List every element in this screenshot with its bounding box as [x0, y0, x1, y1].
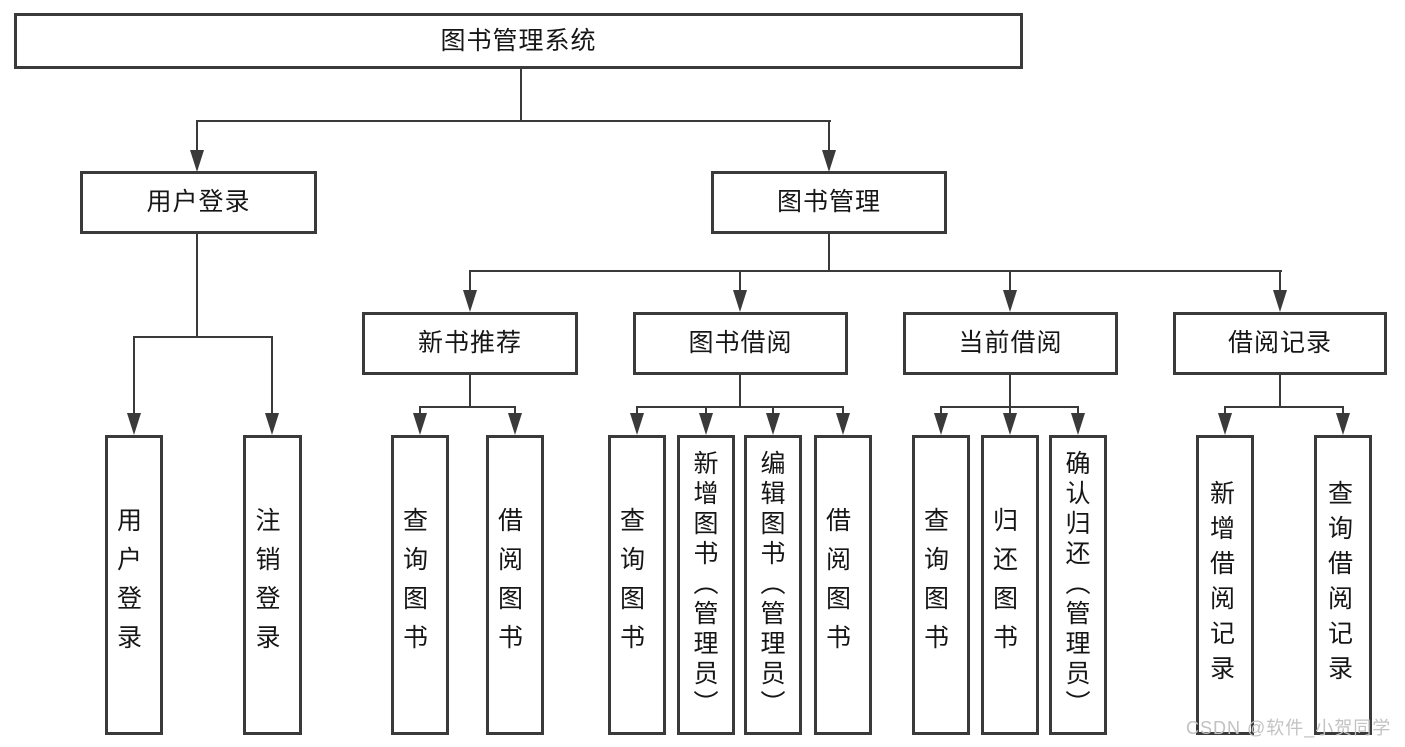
node-book-borrowing: 图书借阅 [633, 312, 848, 375]
node-label: 图书借阅 [688, 329, 793, 357]
leaf-label: 借阅图书 [494, 507, 523, 663]
leaf-label: 新增图书（管理员） [690, 450, 718, 720]
leaf-user-login: 用户登录 [105, 435, 163, 735]
connector-line [1224, 406, 1344, 408]
arrowhead-down-icon [190, 150, 204, 172]
arrowhead-down-icon [836, 413, 850, 435]
connector-line [196, 234, 198, 338]
arrowhead-down-icon [508, 413, 522, 435]
connector-line [1224, 406, 1226, 415]
arrowhead-down-icon [699, 413, 713, 435]
node-user-login: 用户登录 [80, 171, 317, 234]
arrowhead-down-icon [1003, 290, 1017, 312]
connector-line [1009, 406, 1011, 415]
node-library-management-system: 图书管理系统 [14, 13, 1023, 69]
connector-line [636, 406, 844, 408]
connector-line [828, 120, 830, 151]
connector-line [419, 406, 421, 415]
node-label: 用户登录 [146, 188, 251, 216]
connector-line [1009, 270, 1011, 292]
node-label: 图书管理 [776, 188, 881, 216]
connector-line [469, 270, 471, 292]
leaf-confirm-return-admin: 确认归还（管理员） [1049, 435, 1107, 735]
connector-line [772, 406, 774, 415]
node-label: 新书推荐 [417, 329, 522, 357]
leaf-label: 归还图书 [989, 507, 1018, 663]
connector-line [469, 270, 1282, 272]
arrowhead-down-icon [1003, 413, 1017, 435]
arrowhead-down-icon [1273, 290, 1287, 312]
connector-line [1077, 406, 1079, 415]
leaf-add-borrow-record: 新增借阅记录 [1196, 435, 1254, 735]
leaf-return-books: 归还图书 [981, 435, 1039, 735]
leaf-query-borrow-record: 查询借阅记录 [1314, 435, 1372, 735]
leaf-borrowing-query-books: 查询图书 [608, 435, 666, 735]
leaf-label: 借阅图书 [822, 507, 851, 663]
connector-line [1342, 406, 1344, 415]
leaf-label: 查询图书 [399, 507, 428, 663]
leaf-edit-books-admin: 编辑图书（管理员） [744, 435, 802, 735]
connector-line [469, 375, 471, 408]
arrowhead-down-icon [766, 413, 780, 435]
leaf-label: 注销登录 [252, 507, 280, 663]
connector-line [133, 336, 135, 415]
node-label: 当前借阅 [958, 329, 1063, 357]
connector-line [940, 406, 942, 415]
connector-line [133, 336, 273, 338]
leaf-logout: 注销登录 [243, 435, 302, 735]
connector-line [520, 69, 522, 121]
arrowhead-down-icon [1218, 413, 1232, 435]
leaf-borrow-books: 借阅图书 [814, 435, 872, 735]
connector-line [636, 406, 638, 415]
csdn-watermark: CSDN @软件_小贺同学 [1186, 718, 1392, 738]
arrowhead-down-icon [463, 290, 477, 312]
arrowhead-down-icon [1336, 413, 1350, 435]
leaf-label: 查询图书 [920, 507, 949, 663]
connector-line [1279, 270, 1281, 292]
arrowhead-down-icon [413, 413, 427, 435]
leaf-label: 编辑图书（管理员） [757, 450, 785, 720]
connector-line [1009, 375, 1011, 408]
node-label: 图书管理系统 [440, 26, 597, 55]
leaf-add-books-admin: 新增图书（管理员） [677, 435, 735, 735]
node-current-borrowing: 当前借阅 [903, 312, 1118, 375]
arrowhead-down-icon [934, 413, 948, 435]
arrowhead-down-icon [822, 150, 836, 172]
arrowhead-down-icon [630, 413, 644, 435]
connector-line [1279, 375, 1281, 408]
leaf-recommend-query-books: 查询图书 [391, 435, 449, 735]
leaf-label: 确认归还（管理员） [1062, 450, 1090, 720]
node-label: 借阅记录 [1227, 329, 1332, 357]
connector-line [739, 270, 741, 292]
connector-line [271, 336, 273, 415]
arrowhead-down-icon [265, 413, 279, 435]
arrowhead-down-icon [127, 413, 141, 435]
leaf-recommend-borrow-books: 借阅图书 [486, 435, 544, 735]
connector-line [739, 375, 741, 408]
leaf-label: 新增借阅记录 [1206, 480, 1235, 690]
arrowhead-down-icon [1071, 413, 1085, 435]
node-book-management: 图书管理 [711, 171, 947, 234]
node-borrow-records: 借阅记录 [1173, 312, 1387, 375]
arrowhead-down-icon [733, 290, 747, 312]
connector-line [705, 406, 707, 415]
connector-line [419, 406, 516, 408]
connector-line [196, 120, 198, 151]
connector-line [842, 406, 844, 415]
leaf-label: 用户登录 [113, 507, 142, 663]
node-new-book-recommend: 新书推荐 [362, 312, 578, 375]
connector-line [196, 120, 831, 122]
leaf-current-query-books: 查询图书 [912, 435, 970, 735]
leaf-label: 查询借阅记录 [1324, 480, 1353, 690]
leaf-label: 查询图书 [616, 507, 645, 663]
connector-line [828, 234, 830, 272]
connector-line [514, 406, 516, 415]
